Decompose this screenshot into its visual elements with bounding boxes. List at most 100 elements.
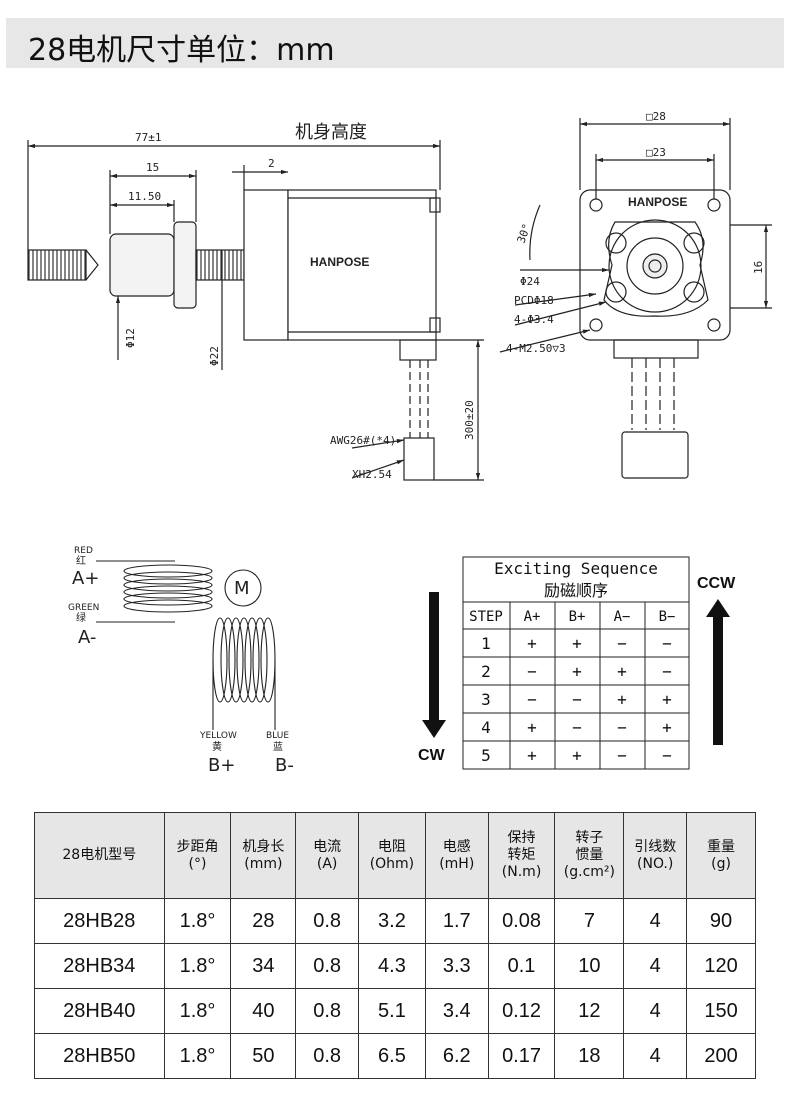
dim-length: 77±1 bbox=[135, 131, 162, 144]
motor-label: M bbox=[234, 578, 250, 599]
seq-cell: − bbox=[617, 746, 627, 765]
table-row: 28HB40 1.8° 40 0.8 5.1 3.4 0.12 12 4 150 bbox=[34, 988, 756, 1034]
cell-inductance: 3.4 bbox=[424, 988, 489, 1034]
side-view bbox=[27, 140, 484, 481]
wire-label: AWG26#(*4) bbox=[330, 434, 396, 447]
header-rotor-inertia: 转子惯量(g.cm²) bbox=[554, 812, 625, 899]
cell-current: 0.8 bbox=[295, 898, 360, 944]
yellow-cn: 黄 bbox=[212, 740, 222, 753]
seq-cell: 4 bbox=[481, 718, 491, 737]
dim-11-50: 11.50 bbox=[128, 190, 161, 203]
seq-header-b-minus: B− bbox=[659, 609, 676, 625]
cell-holding-torque: 0.08 bbox=[487, 898, 556, 944]
cell-step-angle: 1.8° bbox=[163, 943, 232, 989]
cell-rotor-inertia: 18 bbox=[554, 1033, 625, 1079]
green-cn: 绿 bbox=[76, 611, 86, 624]
seq-cell: + bbox=[617, 690, 627, 709]
seq-header-a-minus: A− bbox=[614, 609, 631, 625]
wiring-diagram: RED 红 A+ GREEN 绿 A- YELLOW 黄 B+ BLUE 蓝 B… bbox=[68, 546, 736, 776]
page-title: 28电机尺寸单位：mm bbox=[28, 33, 335, 68]
cell-step-angle: 1.8° bbox=[163, 898, 232, 944]
cell-resistance: 5.1 bbox=[358, 988, 426, 1034]
red-cn: 红 bbox=[76, 554, 86, 567]
yellow-en: YELLOW bbox=[199, 731, 237, 741]
seq-cell: + bbox=[572, 634, 582, 653]
seq-cell: + bbox=[662, 718, 672, 737]
cell-holding-torque: 0.12 bbox=[487, 988, 556, 1034]
dim-phi24: Φ24 bbox=[520, 275, 540, 288]
dim-phi12: Φ12 bbox=[124, 328, 137, 348]
cell-current: 0.8 bbox=[295, 1033, 360, 1079]
table-row: 28HB34 1.8° 34 0.8 4.3 3.3 0.1 10 4 120 bbox=[34, 943, 756, 989]
cell-rotor-inertia: 7 bbox=[554, 898, 625, 944]
seq-cell: + bbox=[617, 662, 627, 681]
header-holding-torque: 保持转矩(N.m) bbox=[487, 812, 556, 899]
ccw-label: CCW bbox=[697, 575, 736, 592]
cell-holding-torque: 0.1 bbox=[487, 943, 556, 989]
dim-300: 300±20 bbox=[463, 400, 476, 440]
cell-resistance: 4.3 bbox=[358, 943, 426, 989]
seq-cell: − bbox=[527, 690, 537, 709]
a-minus-label: A- bbox=[78, 627, 96, 648]
ccw-arrow bbox=[706, 599, 730, 745]
sequence-title-en: Exciting Sequence bbox=[494, 559, 658, 578]
cell-model: 28HB50 bbox=[34, 1033, 165, 1079]
seq-cell: − bbox=[662, 746, 672, 765]
seq-header-step: STEP bbox=[469, 609, 503, 625]
cell-lead-count: 4 bbox=[623, 943, 688, 989]
coils bbox=[96, 560, 276, 730]
cell-inductance: 3.3 bbox=[424, 943, 489, 989]
body-height-label: 机身高度 bbox=[295, 122, 367, 143]
dimension-drawing: 77±1 15 11.50 2 机身高度 HANPOSE Φ12 Φ22 300… bbox=[27, 110, 772, 481]
cell-body-length: 40 bbox=[230, 988, 297, 1034]
seq-cell: + bbox=[572, 746, 582, 765]
spec-header-row: 28电机型号 步距角(°) 机身长(mm) 电流(A) 电阻(Ohm) 电感(m… bbox=[34, 812, 756, 899]
cell-rotor-inertia: 12 bbox=[554, 988, 625, 1034]
sequence-table bbox=[462, 556, 690, 770]
header-resistance: 电阻(Ohm) bbox=[358, 812, 426, 899]
dim-15: 15 bbox=[146, 161, 159, 174]
table-row: 28HB50 1.8° 50 0.8 6.5 6.2 0.17 18 4 200 bbox=[34, 1033, 756, 1079]
angle-30: 30° bbox=[515, 222, 534, 245]
seq-cell: − bbox=[572, 690, 582, 709]
connector-label: XH2.54 bbox=[352, 468, 392, 481]
dim-phi22: Φ22 bbox=[208, 346, 221, 366]
seq-cell: + bbox=[527, 718, 537, 737]
seq-cell: − bbox=[617, 634, 627, 653]
cell-lead-count: 4 bbox=[623, 1033, 688, 1079]
seq-cell: 5 bbox=[481, 746, 491, 765]
dim-sq28: □28 bbox=[646, 110, 666, 123]
cell-holding-torque: 0.17 bbox=[487, 1033, 556, 1079]
dim-m2: 4-M2.50▽3 bbox=[506, 342, 566, 355]
header-weight: 重量(g) bbox=[686, 812, 756, 899]
header-inductance: 电感(mH) bbox=[424, 812, 489, 899]
sequence-title-cn: 励磁顺序 bbox=[544, 581, 608, 600]
header-step-angle: 步距角(°) bbox=[163, 812, 232, 899]
seq-cell: 3 bbox=[481, 690, 491, 709]
blue-en: BLUE bbox=[266, 731, 289, 741]
cell-inductance: 1.7 bbox=[424, 898, 489, 944]
cell-current: 0.8 bbox=[295, 943, 360, 989]
seq-header-a-plus: A+ bbox=[524, 609, 541, 625]
cell-weight: 90 bbox=[686, 898, 756, 944]
table-row: 28HB28 1.8° 28 0.8 3.2 1.7 0.08 7 4 90 bbox=[34, 898, 756, 944]
cell-inductance: 6.2 bbox=[424, 1033, 489, 1079]
cell-model: 28HB34 bbox=[34, 943, 165, 989]
cell-step-angle: 1.8° bbox=[163, 1033, 232, 1079]
title-bar: 28电机尺寸单位：mm bbox=[6, 18, 784, 68]
cell-weight: 150 bbox=[686, 988, 756, 1034]
seq-header-b-plus: B+ bbox=[569, 609, 586, 625]
cell-model: 28HB40 bbox=[34, 988, 165, 1034]
header-body-length: 机身长(mm) bbox=[230, 812, 297, 899]
blue-cn: 蓝 bbox=[273, 741, 283, 753]
cell-resistance: 3.2 bbox=[358, 898, 426, 944]
cell-weight: 120 bbox=[686, 943, 756, 989]
dim-holes: 4-Φ3.4 bbox=[514, 313, 554, 326]
header-model: 28电机型号 bbox=[34, 812, 165, 899]
front-brand: HANPOSE bbox=[628, 195, 687, 209]
seq-cell: + bbox=[527, 634, 537, 653]
dim-pcd: PCDΦ18 bbox=[514, 294, 554, 307]
cell-resistance: 6.5 bbox=[358, 1033, 426, 1079]
seq-cell: 1 bbox=[481, 634, 491, 653]
seq-cell: + bbox=[572, 662, 582, 681]
